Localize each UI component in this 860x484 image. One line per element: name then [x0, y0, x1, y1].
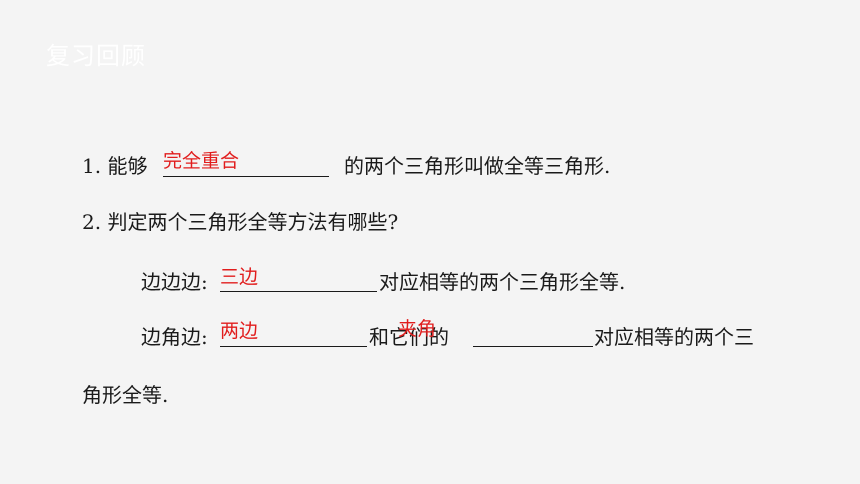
sas-prefix: 边角边:: [141, 325, 208, 349]
q1-answer: 完全重合: [163, 150, 240, 172]
slide-title: 复习回顾: [46, 42, 146, 70]
sss-suffix: 对应相等的两个三角形全等.: [379, 270, 626, 294]
q2-text: 2. 判定两个三角形全等方法有哪些?: [82, 210, 399, 234]
sss-answer: 三边: [220, 266, 259, 288]
q1-prefix: 1. 能够: [82, 154, 148, 178]
sss-prefix: 边边边:: [141, 270, 208, 294]
sas-blank-line-2: [473, 346, 593, 347]
sas-answer-2: 夹角: [398, 318, 437, 340]
sas-suffix: 对应相等的两个三: [594, 325, 754, 349]
sas-answer-1: 两边: [220, 320, 259, 342]
q1-suffix: 的两个三角形叫做全等三角形.: [344, 154, 611, 178]
sss-blank-line: [220, 291, 377, 292]
q1-blank-line: [163, 176, 329, 177]
sas-middle: 和它们的: [369, 325, 449, 349]
sas-blank-line-1: [220, 346, 367, 347]
sas-continuation: 角形全等.: [82, 383, 169, 407]
